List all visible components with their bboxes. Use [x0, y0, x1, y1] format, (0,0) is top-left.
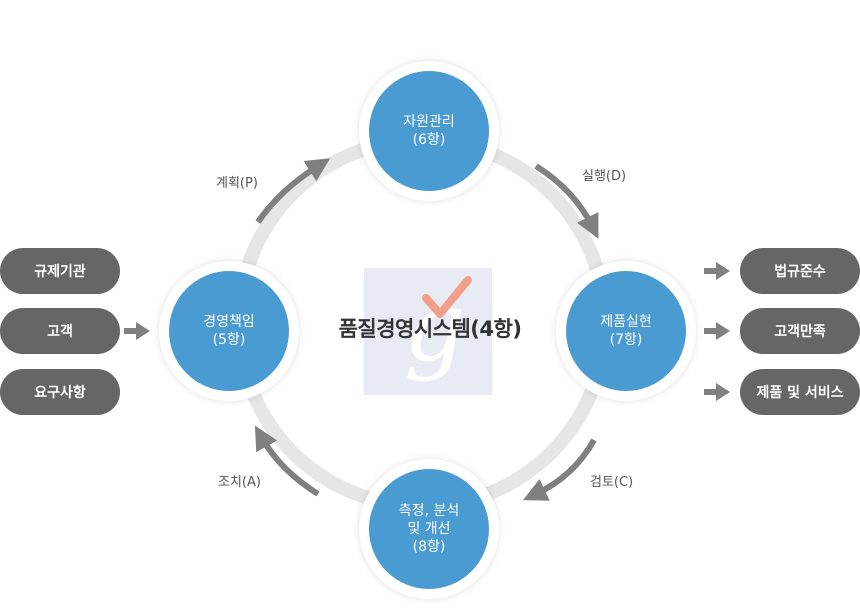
arrow-plan — [255, 158, 331, 224]
node-measure-label-2: 및 개선 — [407, 521, 451, 537]
phase-label-do: 실행(D) — [582, 169, 627, 184]
arrow-check — [522, 438, 597, 501]
node-measure-circle: 측정, 분석 및 개선 (8항) — [369, 469, 489, 589]
diagram-title: 품질경영시스템(4항) — [338, 317, 522, 341]
input-arrow — [124, 322, 150, 340]
output-compliance: 법규준수 — [740, 248, 860, 294]
output-arrow-satisfaction — [704, 322, 730, 340]
phase-label-check: 검토(C) — [590, 475, 634, 490]
node-product-clause: (7항) — [609, 332, 643, 348]
node-resource-management: 자원관리 (6항) — [359, 61, 499, 201]
phase-label-act: 조치(A) — [218, 475, 261, 490]
input-regulator: 규제기관 — [0, 248, 120, 294]
node-management-label: 경영책임 — [203, 314, 255, 330]
node-resource-circle: 자원관리 (6항) — [369, 71, 489, 191]
output-products-services: 제품 및 서비스 — [740, 369, 860, 415]
logo-watermark: g — [364, 268, 492, 395]
node-measurement-analysis: 측정, 분석 및 개선 (8항) — [359, 459, 499, 599]
phase-label-plan: 계획(P) — [216, 176, 258, 191]
arrow-do — [534, 163, 599, 239]
node-resource-clause: (6항) — [412, 132, 446, 148]
input-requirements: 요구사항 — [0, 369, 120, 415]
node-management-clause: (5항) — [212, 332, 246, 348]
node-product-circle: 제품실현 (7항) — [566, 271, 686, 391]
node-resource-label: 자원관리 — [403, 114, 455, 130]
output-customer-satisfaction: 고객만족 — [740, 308, 860, 354]
node-management-responsibility: 경영책임 (5항) — [159, 261, 299, 401]
node-product-realization: 제품실현 (7항) — [556, 261, 696, 401]
node-management-circle: 경영책임 (5항) — [169, 271, 289, 391]
input-customer: 고객 — [0, 308, 120, 354]
node-measure-clause: (8항) — [412, 539, 446, 555]
logo-g-check-icon: g — [404, 271, 472, 383]
output-arrow-compliance — [704, 262, 730, 280]
output-arrow-services — [704, 383, 730, 401]
arrow-act — [254, 425, 320, 497]
node-measure-label: 측정, 분석 — [398, 503, 460, 519]
node-product-label: 제품실현 — [600, 314, 652, 330]
